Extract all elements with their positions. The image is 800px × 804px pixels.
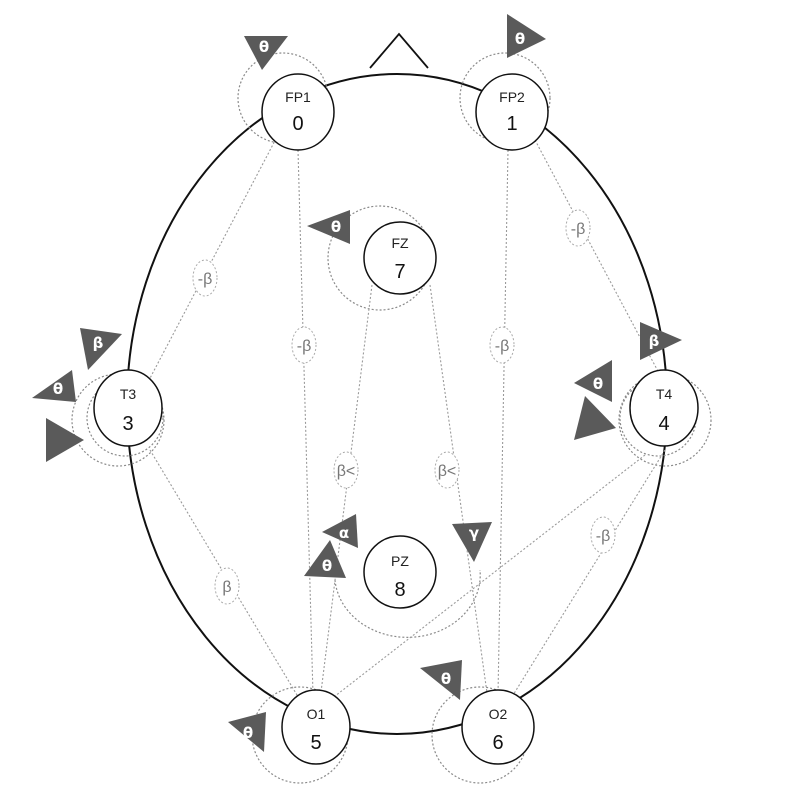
edge-line-fz-o2 <box>429 284 489 701</box>
node-index: 6 <box>492 732 503 754</box>
marker-fp2-theta: θ <box>507 14 546 58</box>
marker-label: θ <box>322 557 332 575</box>
node-name: FP1 <box>285 89 311 105</box>
edge-line-t4-o1 <box>329 454 646 701</box>
node-t3[interactable]: T3 3 <box>93 369 163 447</box>
edge-line-fp1-o1 <box>297 149 314 696</box>
edge-fp1-o1: -β <box>291 326 317 364</box>
edge-fp1-t3: -β <box>192 259 218 297</box>
edge-label: β <box>222 579 231 596</box>
edge-t4-o1: -β <box>590 516 616 554</box>
edge-line-t4-o2 <box>509 449 666 701</box>
edge-line-fp2-o2 <box>497 149 509 696</box>
marker-pz-alpha: α <box>322 514 358 548</box>
edge-fp2-t4: -β <box>565 209 591 247</box>
marker-label: α <box>339 524 349 542</box>
node-name: FZ <box>391 235 409 251</box>
marker-fz-theta: θ <box>307 210 350 244</box>
node-index: 0 <box>292 113 303 135</box>
marker-t3-beta: β <box>80 328 122 370</box>
edge-fz-o1: β< <box>333 451 359 489</box>
marker-fp1-theta: θ <box>244 36 288 70</box>
edge-line-fp1-t3 <box>147 134 279 383</box>
node-name: O1 <box>307 706 326 722</box>
node-index: 3 <box>122 413 133 435</box>
node-name: PZ <box>391 553 409 569</box>
edge-label: -β <box>571 221 586 238</box>
self-loop-pz <box>334 569 481 638</box>
node-index: 5 <box>310 732 321 754</box>
edge-fp2-o2: -β <box>489 326 515 364</box>
node-o2[interactable]: O2 6 <box>461 689 535 765</box>
marker-t3-arrow <box>46 418 84 462</box>
marker-label: θ <box>441 670 451 688</box>
edge-line-fz-o1 <box>319 284 373 701</box>
marker-label: θ <box>593 375 603 393</box>
node-name: O2 <box>489 706 508 722</box>
marker-label: θ <box>515 30 525 48</box>
node-name: T3 <box>120 386 137 402</box>
marker-label: θ <box>243 724 253 742</box>
self-loop-fp2 <box>459 52 551 144</box>
edge-t3-o1: β <box>214 567 240 605</box>
node-name: T4 <box>656 386 673 402</box>
node-fz[interactable]: FZ 7 <box>363 221 437 295</box>
marker-t3-theta: θ <box>32 370 76 402</box>
node-fp1[interactable]: FP1 0 <box>261 73 335 151</box>
edge-label: β< <box>438 463 457 480</box>
marker-o1-theta: θ <box>228 712 266 752</box>
nose-icon <box>369 32 429 69</box>
marker-t4-theta: θ <box>574 360 612 402</box>
marker-label: θ <box>53 380 63 398</box>
edge-label: -β <box>198 271 213 288</box>
edge-line-fp2-t4 <box>534 139 661 376</box>
marker-pz-theta: θ <box>304 540 346 578</box>
marker-label: γ <box>469 524 479 542</box>
node-o1[interactable]: O1 5 <box>281 689 351 765</box>
marker-label: θ <box>259 38 269 56</box>
marker-pz-gamma: γ <box>452 522 492 562</box>
node-t4[interactable]: T4 4 <box>629 369 699 447</box>
self-loop-t3-b <box>86 379 164 457</box>
marker-label: β <box>93 334 104 352</box>
node-index: 8 <box>394 579 405 601</box>
edge-label: -β <box>495 338 510 355</box>
marker-label: β <box>649 332 660 350</box>
edge-label: -β <box>297 338 312 355</box>
edge-label: β< <box>337 463 356 480</box>
node-fp2[interactable]: FP2 1 <box>475 73 549 151</box>
node-name: FP2 <box>499 89 525 105</box>
node-index: 1 <box>506 113 517 135</box>
edge-label: -β <box>596 528 611 545</box>
marker-t4-beta: β <box>640 322 682 360</box>
marker-label: θ <box>331 218 341 236</box>
node-index: 7 <box>394 261 405 283</box>
marker-t4-arrow <box>574 396 616 440</box>
edge-fz-o2: β< <box>434 451 460 489</box>
node-pz[interactable]: PZ 8 <box>363 535 437 609</box>
node-index: 4 <box>658 413 669 435</box>
marker-o2-theta: θ <box>420 660 462 700</box>
